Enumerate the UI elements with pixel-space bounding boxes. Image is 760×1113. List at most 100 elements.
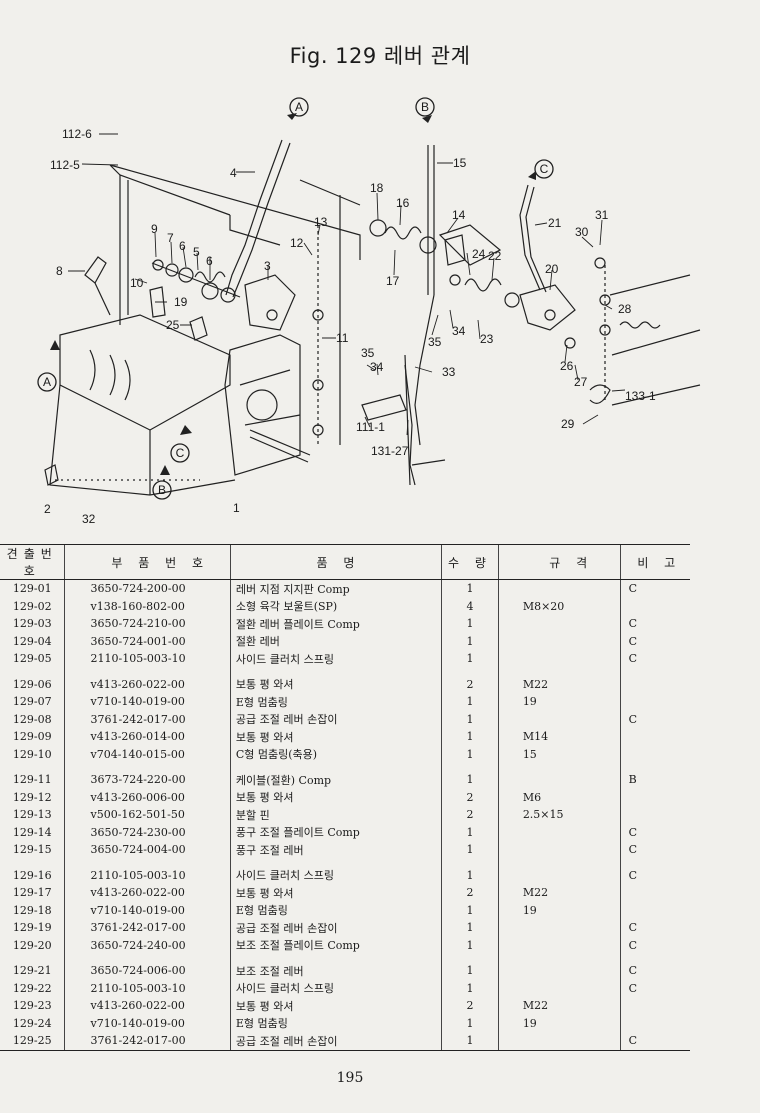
cell-part-number: 3650-724-004-00 <box>64 841 231 859</box>
cell-part-name: C형 멈춤링(축용) <box>229 745 442 763</box>
cell-spec <box>497 979 621 997</box>
cell-index-no: 129-09 <box>12 730 52 744</box>
cell-remarks: B <box>619 763 690 789</box>
cell-part-name: 보통 평 와셔 <box>229 728 442 746</box>
cell-part-name: 풍구 조절 플레이트 Comp <box>229 823 442 841</box>
cell-part-name: 보통 평 와셔 <box>229 884 442 902</box>
cell-spec: 19 <box>497 693 621 711</box>
cell-quantity: 2 <box>441 806 499 824</box>
cell-quantity: 2 <box>441 997 499 1015</box>
leader-lines <box>68 133 626 436</box>
cell-index-no: 129-25 <box>0 1032 65 1051</box>
cell-part-number: 3650-724-230-00 <box>64 823 231 841</box>
cell-remarks <box>619 693 690 711</box>
cell-index-no: 129-01 <box>12 582 52 596</box>
cell-spec: M6 <box>497 788 621 806</box>
cell-quantity: 1 <box>441 936 499 954</box>
callout-11: 11 <box>336 331 349 345</box>
cell-part-name: 공급 조절 레버 손잡이 <box>229 919 442 937</box>
header-remarks: 비 고 <box>619 544 690 580</box>
cell-remarks <box>619 997 690 1015</box>
callout-5: 5 <box>193 245 200 259</box>
cell-index-no: 129-22 <box>12 981 52 995</box>
cell-part-number: v500-162-501-50 <box>64 806 231 824</box>
cell-remarks: C <box>619 954 690 980</box>
cell-spec <box>497 858 621 884</box>
cell-quantity: 1 <box>441 823 499 841</box>
direction-arrows <box>50 113 536 475</box>
cell-part-name: 레버 지점 지지판 Comp <box>229 579 442 598</box>
header-spec: 규 격 <box>497 544 621 580</box>
cell-index-no: 129-02 <box>12 599 52 613</box>
callout-17: 17 <box>386 274 400 288</box>
cell-quantity: 1 <box>441 919 499 937</box>
marker-c-top: C <box>540 162 549 176</box>
cell-index-no: 129-11 <box>12 773 52 787</box>
callout-34b: 34 <box>370 360 384 374</box>
cell-part-number: v710-140-019-00 <box>64 901 231 919</box>
callout-4: 4 <box>230 166 237 180</box>
cell-quantity: 1 <box>441 763 499 789</box>
callout-30: 30 <box>575 225 589 239</box>
cell-part-number: 3650-724-200-00 <box>64 579 231 598</box>
cell-quantity: 1 <box>441 1014 499 1032</box>
callout-16: 16 <box>396 196 410 210</box>
callout-20: 20 <box>545 262 559 276</box>
cell-index-no: 129-23 <box>12 999 52 1013</box>
callout-19: 19 <box>174 295 188 309</box>
cell-remarks <box>619 788 690 806</box>
cell-spec <box>497 841 621 859</box>
cell-part-number: v413-260-006-00 <box>64 788 231 806</box>
cell-remarks: C <box>619 823 690 841</box>
cell-remarks: C <box>619 710 690 728</box>
cell-part-name: 사이드 클러치 스프링 <box>229 650 442 668</box>
cell-spec <box>497 615 621 633</box>
cell-part-number: v413-260-014-00 <box>64 728 231 746</box>
cell-quantity: 1 <box>441 954 499 980</box>
cell-spec <box>497 579 621 598</box>
callout-28: 28 <box>618 302 632 316</box>
cell-part-name: E형 멈춤링 <box>229 693 442 711</box>
callout-112-6: 112-6 <box>62 127 92 141</box>
cell-part-number: 3761-242-017-00 <box>64 919 231 937</box>
cell-spec: M8×20 <box>497 597 621 615</box>
cell-part-name: 절환 레버 <box>229 632 442 650</box>
callout-112-5: 112-5 <box>50 158 80 172</box>
cell-index-no: 129-05 <box>12 652 52 666</box>
cell-quantity: 1 <box>441 858 499 884</box>
exploded-parts-diagram: A B C A C B 112-6 112-5 4 15 13 12 18 16… <box>37 97 701 526</box>
cell-quantity: 2 <box>441 884 499 902</box>
cell-spec <box>497 919 621 937</box>
callout-34a: 34 <box>452 324 466 338</box>
cell-part-number: 3650-724-240-00 <box>64 936 231 954</box>
cell-index-no: 129-12 <box>12 790 52 804</box>
cell-quantity: 1 <box>441 615 499 633</box>
callout-131-27: 131-27 <box>371 444 409 458</box>
cell-part-name: 보조 조절 레버 <box>229 954 442 980</box>
cell-remarks: C <box>619 841 690 859</box>
cell-part-number: v413-260-022-00 <box>64 997 231 1015</box>
cell-index-no: 129-20 <box>12 938 52 952</box>
cell-remarks <box>619 667 690 693</box>
cell-quantity: 1 <box>441 728 499 746</box>
cell-remarks <box>619 1014 690 1032</box>
header-index-no: 견출번호 <box>0 544 65 580</box>
callout-3: 3 <box>264 259 271 273</box>
cell-part-number: v704-140-015-00 <box>64 745 231 763</box>
cell-part-number: 3650-724-210-00 <box>64 615 231 633</box>
callout-numbers: 112-6 112-5 4 15 13 12 18 16 14 21 31 30… <box>44 127 656 526</box>
cell-part-number: 3650-724-006-00 <box>64 954 231 980</box>
cell-index-no: 129-15 <box>12 843 52 857</box>
